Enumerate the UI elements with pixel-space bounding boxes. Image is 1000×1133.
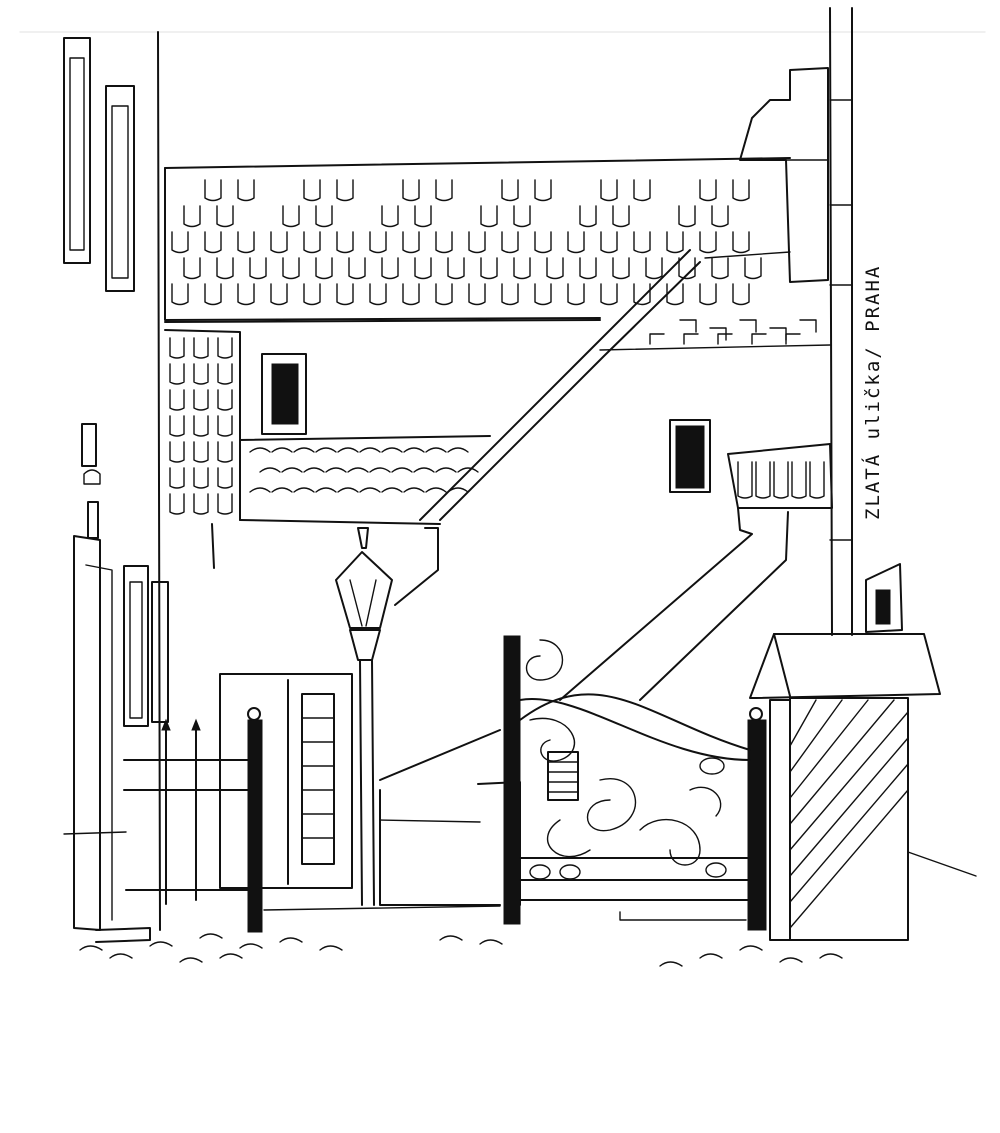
chimney — [739, 67, 829, 283]
upper-roof — [164, 157, 791, 323]
low-wall — [379, 729, 521, 906]
guard-hut — [749, 633, 941, 941]
lantern-icon — [335, 527, 393, 906]
sketch-caption: ZLATÁ ulička/ PRAHA — [862, 264, 884, 520]
right-window — [865, 563, 903, 633]
iron-fence — [123, 707, 263, 933]
middle-wall — [211, 353, 711, 606]
left-building — [63, 31, 169, 943]
ground — [63, 831, 977, 967]
doorway — [219, 673, 353, 889]
drainpipe — [829, 7, 853, 636]
lower-roof — [164, 329, 491, 525]
gate-icon — [503, 635, 767, 931]
diagonal-ridge — [419, 249, 831, 521]
small-roof-right — [559, 443, 833, 701]
